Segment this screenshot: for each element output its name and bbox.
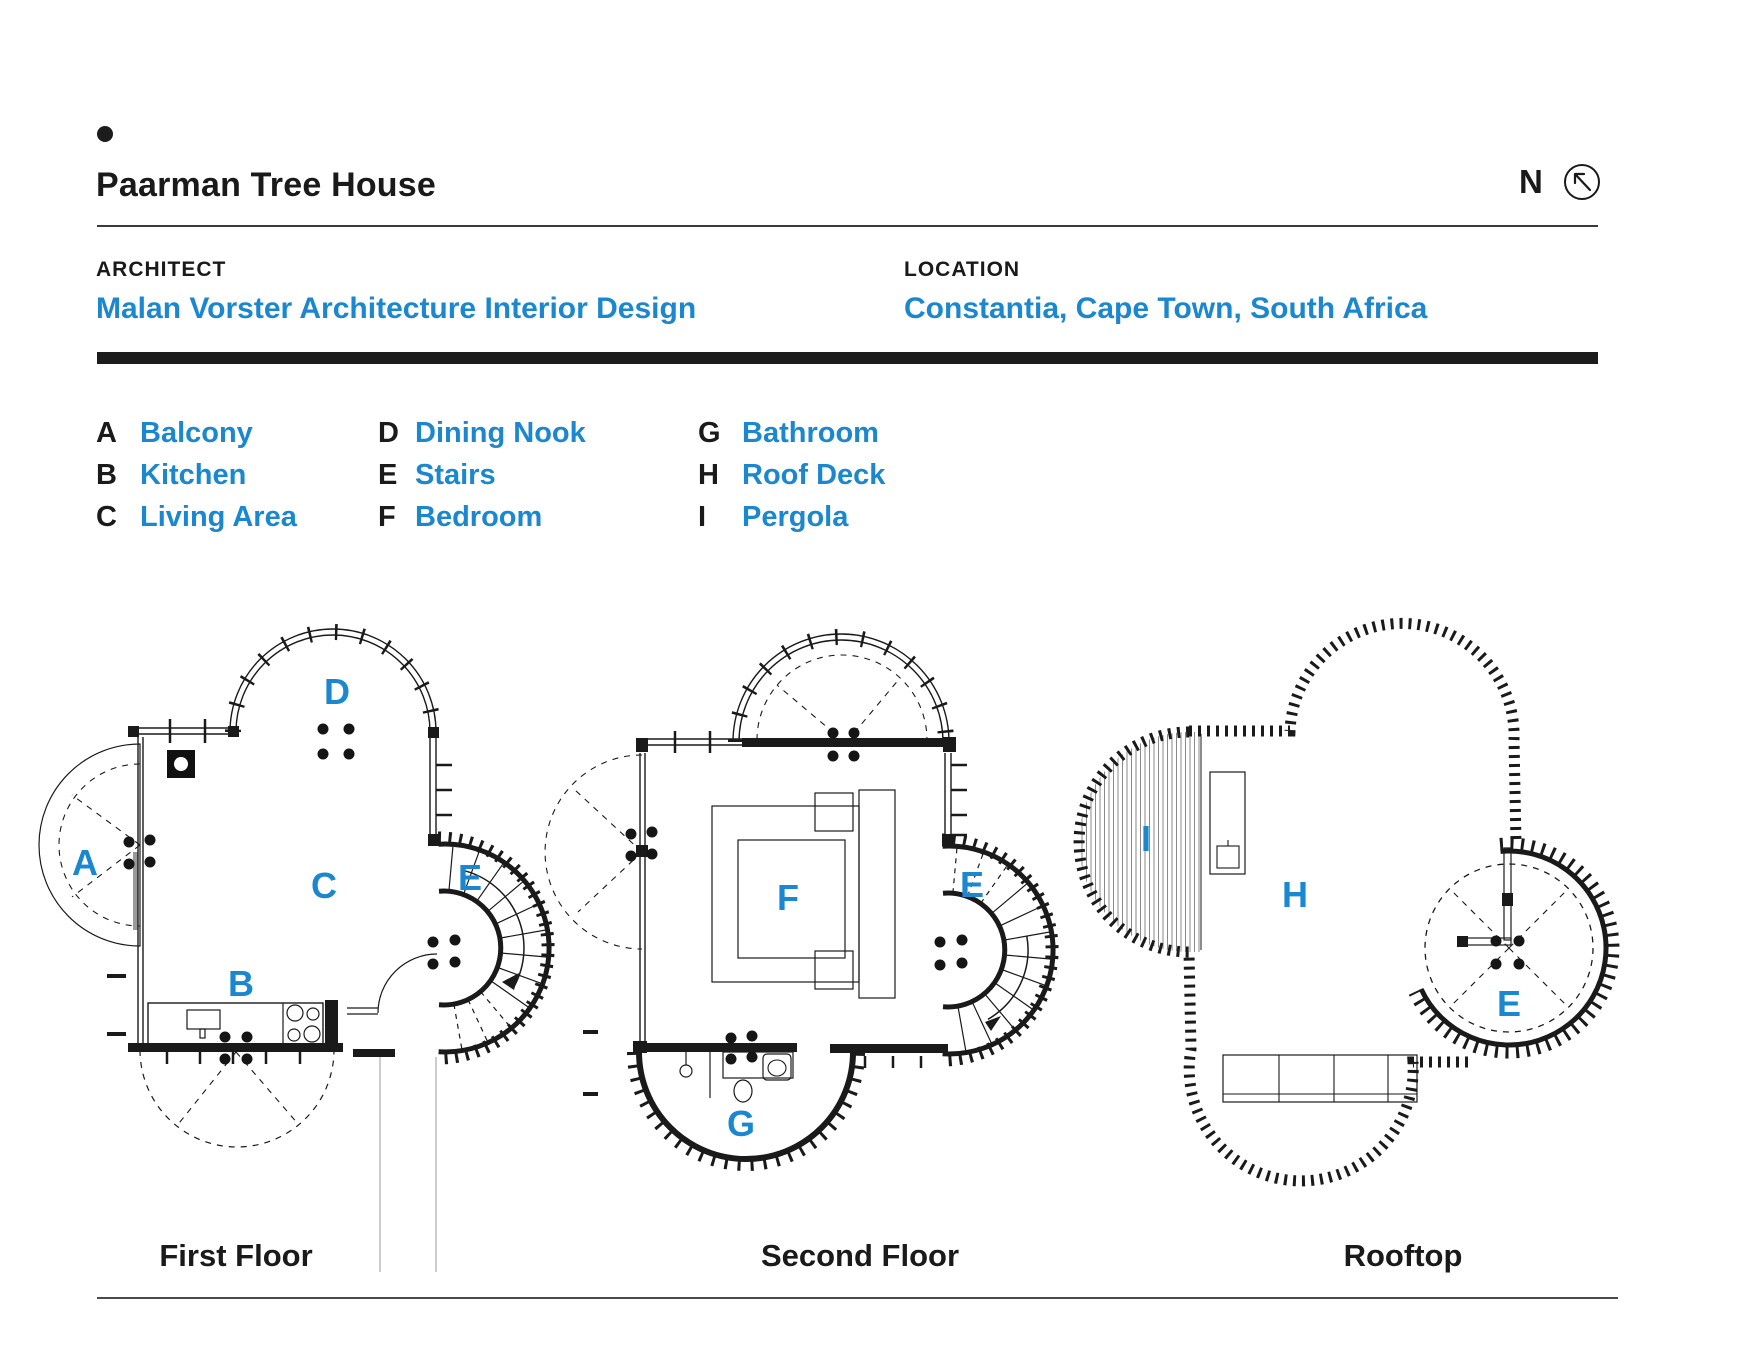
bathroom — [627, 1043, 948, 1171]
legend-key: C — [96, 501, 117, 533]
architect-name: Malan Vorster Architecture Interior Desi… — [96, 292, 697, 325]
rooftop-name: Rooftop — [1343, 1238, 1463, 1273]
column-dots — [1490, 935, 1525, 970]
legend-label: Bedroom — [415, 501, 543, 533]
footer-divider — [97, 1297, 1618, 1299]
label-bathroom: G — [727, 1103, 755, 1144]
location-name: Constantia, Cape Town, South Africa — [904, 292, 1428, 325]
legend-item-kitchen: B Kitchen — [96, 459, 297, 491]
legend-key: H — [698, 459, 719, 491]
legend-item-balcony: A Balcony — [96, 417, 297, 449]
legend-item-pergola: I Pergola — [698, 501, 885, 533]
left-wall — [107, 737, 144, 1047]
legend-column-2: D Dining Nook E Stairs F Bedroom — [378, 417, 586, 533]
label-pergola: I — [1141, 818, 1151, 859]
label-stairs: E — [458, 857, 482, 898]
first-floor-plan: A B C D E — [38, 624, 555, 1272]
entry-door — [347, 953, 438, 1272]
label-roof-deck: H — [1282, 874, 1308, 915]
top-left-wall — [128, 719, 239, 743]
legend-key: G — [698, 417, 721, 449]
legend-label: Roof Deck — [742, 459, 886, 491]
pergola-hatch — [1079, 732, 1202, 952]
legend-item-roof-deck: H Roof Deck — [698, 459, 885, 491]
legend-item-bedroom: F Bedroom — [378, 501, 586, 533]
left-wall — [544, 753, 648, 1096]
chimney-box — [1209, 771, 1246, 875]
label-dining-nook: D — [324, 671, 350, 712]
legend-label: Stairs — [415, 459, 496, 491]
spiral-stair — [941, 833, 1059, 1067]
top-wall — [636, 731, 956, 753]
column-dots — [625, 727, 968, 1065]
bullet-dot — [97, 126, 113, 142]
legend-label: Bathroom — [742, 417, 879, 449]
legend-label: Dining Nook — [415, 417, 586, 449]
legend-item-bathroom: G Bathroom — [698, 417, 885, 449]
second-floor-name: Second Floor — [760, 1238, 960, 1273]
legend-item-living-area: C Living Area — [96, 501, 297, 533]
stairwell — [1408, 837, 1620, 1059]
label-balcony: A — [72, 842, 98, 883]
legend-label: Living Area — [140, 501, 297, 533]
legend-key: I — [698, 501, 707, 533]
legend-key: D — [378, 417, 399, 449]
north-arrow-icon — [1564, 164, 1600, 200]
legend-label: Pergola — [742, 501, 849, 533]
fireplace — [167, 750, 195, 778]
legend-key: B — [96, 459, 117, 491]
architect-label: ARCHITECT — [96, 258, 227, 281]
roof-railing — [1073, 617, 1522, 1187]
header-divider — [97, 225, 1598, 227]
legend-item-stairs: E Stairs — [378, 459, 586, 491]
north-label: N — [1519, 163, 1543, 200]
legend-key: E — [378, 459, 398, 491]
label-stairs: E — [1497, 983, 1521, 1024]
column-dots — [123, 723, 461, 1065]
right-window-wall — [428, 727, 452, 846]
kitchen-counter — [128, 1000, 343, 1148]
legend-item-dining-nook: D Dining Nook — [378, 417, 586, 449]
legend-label: Kitchen — [140, 459, 247, 491]
section-bar — [97, 352, 1598, 364]
label-kitchen: B — [228, 963, 254, 1004]
spiral-stair — [437, 831, 555, 1065]
first-floor-name: First Floor — [159, 1238, 313, 1273]
legend-column-3: G Bathroom H Roof Deck I Pergola — [698, 417, 885, 533]
dining-nook-window-arc — [225, 624, 441, 733]
right-window-wall — [943, 753, 967, 846]
bed — [711, 789, 896, 999]
legend-label: Balcony — [140, 417, 253, 449]
legend-column-1: A Balcony B Kitchen C Living Area — [96, 417, 297, 533]
deck-window-arc — [728, 629, 954, 743]
location-label: LOCATION — [904, 258, 1021, 281]
label-living-area: C — [311, 865, 337, 906]
legend-key: F — [378, 501, 396, 533]
label-stairs: E — [960, 864, 984, 905]
second-floor-plan: E F G — [544, 629, 1059, 1171]
legend-key: A — [96, 417, 117, 449]
rooftop-plan: I H E — [1073, 617, 1620, 1187]
bench — [1222, 1054, 1418, 1103]
page-title: Paarman Tree House — [96, 166, 436, 204]
label-bedroom: F — [777, 877, 799, 918]
